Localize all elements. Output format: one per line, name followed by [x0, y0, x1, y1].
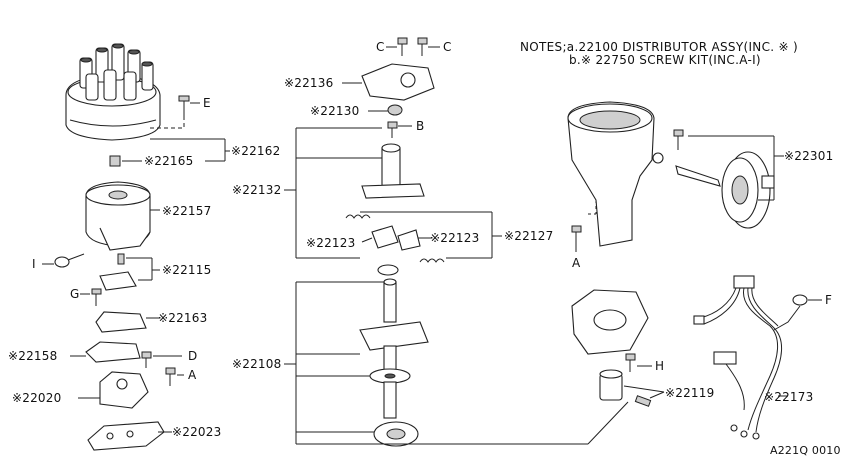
vacuum-advance-drawing — [675, 151, 775, 229]
letter-e: E — [203, 96, 211, 110]
callout-22132: ※22132 — [232, 183, 282, 197]
letter-f: F — [825, 293, 833, 307]
pickup-22020-drawing — [99, 371, 149, 409]
letter-c-right: C — [443, 40, 452, 54]
callout-22165: ※22165 — [144, 154, 194, 168]
callout-22301: ※22301 — [784, 149, 834, 163]
callout-22163: ※22163 — [158, 311, 208, 325]
letter-h: H — [655, 359, 665, 373]
callout-22162: ※22162 — [231, 144, 281, 158]
screw-i-drawing — [42, 253, 85, 268]
notes-line-1: NOTES;a.22100 DISTRIBUTOR ASSY(INC. ※ ) — [520, 40, 798, 54]
letter-b: B — [416, 119, 425, 133]
diagram-code: A221Q 0010 — [770, 444, 841, 457]
clip-drawing — [99, 271, 137, 291]
callout-22136: ※22136 — [284, 76, 334, 90]
letter-a-left: A — [188, 368, 197, 382]
weight-left-drawing — [371, 225, 399, 249]
weight-right-drawing — [397, 229, 421, 251]
spring-drawing-2 — [419, 258, 445, 263]
callout-22123-left: ※22123 — [306, 236, 356, 250]
wiring-harness-drawing — [693, 275, 801, 440]
letter-a-right: A — [572, 256, 581, 270]
plate-22158-drawing — [85, 341, 141, 363]
notes-line-2: b.※ 22750 SCREW KIT(INC.A-I) — [569, 53, 761, 67]
callout-22130: ※22130 — [310, 104, 360, 118]
screw-e-drawing — [150, 95, 200, 129]
distributor-cap-drawing — [65, 43, 161, 141]
spring-piece-drawing — [117, 253, 125, 265]
callout-22108: ※22108 — [232, 357, 282, 371]
gasket-22023-drawing — [87, 421, 165, 451]
callout-22127: ※22127 — [504, 229, 554, 243]
bracket-22163-drawing — [95, 311, 147, 333]
spring-drawing — [345, 214, 371, 219]
letter-g: G — [70, 287, 80, 301]
letter-i: I — [32, 257, 36, 271]
callout-22123-right: ※22123 — [430, 231, 480, 245]
callout-22158: ※22158 — [8, 349, 58, 363]
rotor-part-drawing — [109, 155, 121, 167]
rotor-shaft-drawing — [361, 143, 425, 199]
housing-drawing — [85, 181, 160, 251]
plate-22136-drawing — [361, 63, 435, 101]
main-shaft-drawing — [359, 278, 429, 447]
washer-22130-drawing — [387, 104, 403, 116]
callout-22023: ※22023 — [172, 425, 222, 439]
callout-22115: ※22115 — [162, 263, 212, 277]
callout-22157: ※22157 — [162, 204, 212, 218]
callout-22119: ※22119 — [665, 386, 715, 400]
pin-drawing — [634, 395, 652, 407]
letter-d: D — [188, 349, 198, 363]
letter-c-left: C — [376, 40, 385, 54]
callout-22173: ※22173 — [764, 390, 814, 404]
callout-22020: ※22020 — [12, 391, 62, 405]
distributor-body-drawing — [567, 101, 664, 247]
washer-drawing — [377, 264, 399, 276]
